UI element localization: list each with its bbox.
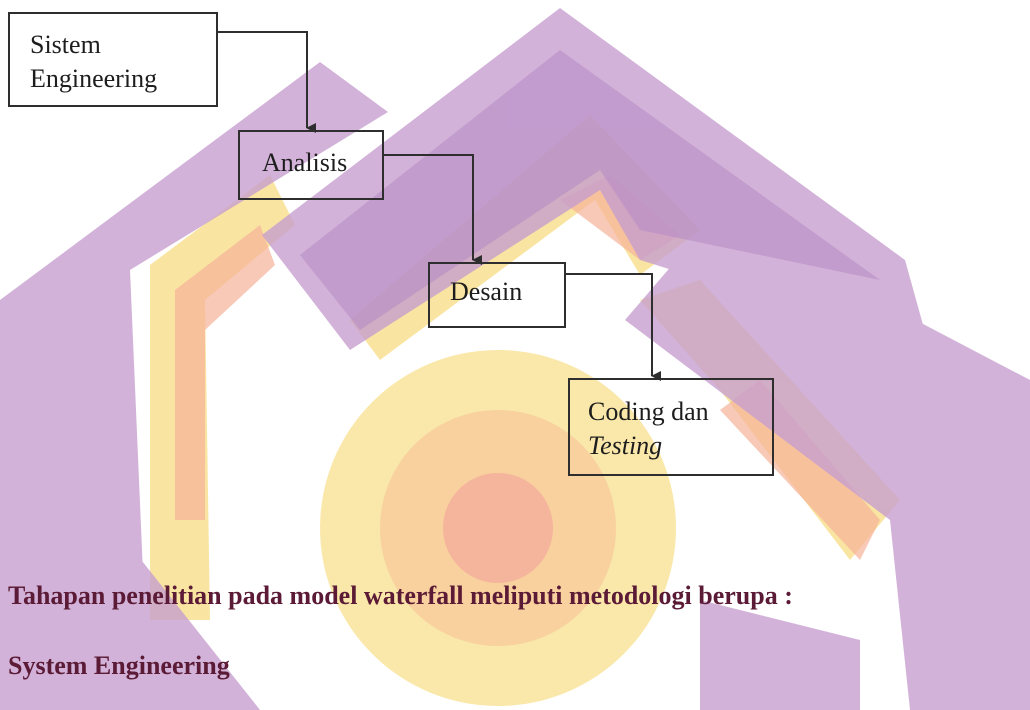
intro-paragraph: Tahapan penelitian pada model waterfall … [8,581,793,610]
watermark-circle-inner [443,473,553,583]
node-sistem-line1: Sistem [30,30,101,59]
node-desain-label: Desain [450,277,523,306]
watermark-purple-left [0,62,388,640]
node-sistem-engineering: Sistem Engineering [8,12,218,107]
watermark-purple-bottom-left [0,470,260,710]
node-coding-testing: Coding dan Testing [568,378,774,476]
section-heading: System Engineering [8,651,230,680]
watermark-purple-right [625,215,1030,710]
node-analisis-label: Analisis [262,148,348,177]
watermark-purple-bottom-right [700,600,860,710]
node-desain: Desain [428,262,566,328]
watermark-purple-top-shade [300,50,880,330]
node-coding-line2: Testing [588,431,663,460]
watermark-orange-left [175,225,275,520]
watermark-orange-right [720,380,880,560]
node-sistem-line2: Engineering [30,64,158,93]
node-analisis: Analisis [238,130,384,200]
node-coding-line1: Coding dan [588,397,709,426]
